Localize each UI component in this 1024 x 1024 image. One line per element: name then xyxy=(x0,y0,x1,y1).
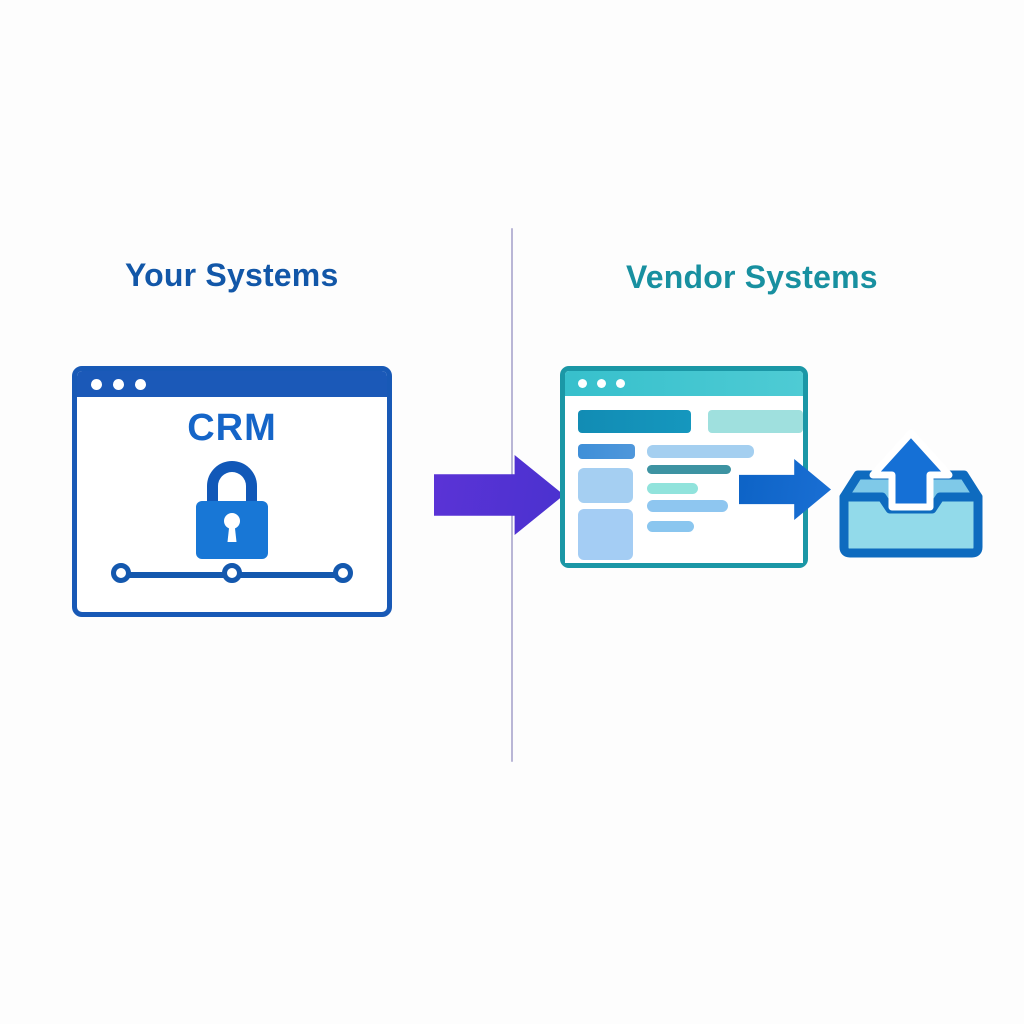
lock-shackle xyxy=(207,461,257,509)
window-dot-icon xyxy=(578,379,587,388)
connected-nodes-icon xyxy=(111,563,353,587)
lock-icon xyxy=(190,461,274,571)
crm-window-titlebar xyxy=(77,371,387,397)
vendor-window xyxy=(560,366,808,568)
lock-keyhole xyxy=(224,513,240,529)
content-line-4 xyxy=(647,500,728,512)
window-dot-icon xyxy=(113,379,124,390)
sidebar-box-small xyxy=(578,468,633,503)
window-dot-icon xyxy=(616,379,625,388)
sidebar-box-large xyxy=(578,509,633,560)
header-bar-dark xyxy=(578,410,691,433)
purple-transfer-arrow-icon xyxy=(434,455,564,535)
outbox-tray-icon xyxy=(830,425,992,573)
crm-window: CRM xyxy=(72,366,392,617)
window-dot-icon xyxy=(91,379,102,390)
window-dot-icon xyxy=(135,379,146,390)
crm-label: CRM xyxy=(187,407,277,449)
header-bar-light xyxy=(708,410,803,433)
vendor-systems-title: Vendor Systems xyxy=(626,259,878,295)
tray-front xyxy=(839,492,983,558)
upload-arrow-icon xyxy=(869,429,953,511)
sidebar-bar-blue xyxy=(578,444,635,459)
window-dot-icon xyxy=(597,379,606,388)
content-line-2 xyxy=(647,465,731,474)
content-line-5 xyxy=(647,521,694,532)
content-line-3 xyxy=(647,483,698,494)
node-circle xyxy=(222,563,242,583)
node-circle xyxy=(333,563,353,583)
node-circle xyxy=(111,563,131,583)
lock-body xyxy=(196,501,268,559)
content-line-1 xyxy=(647,445,754,458)
vendor-window-titlebar xyxy=(565,371,803,396)
your-systems-title: Your Systems xyxy=(125,257,339,293)
